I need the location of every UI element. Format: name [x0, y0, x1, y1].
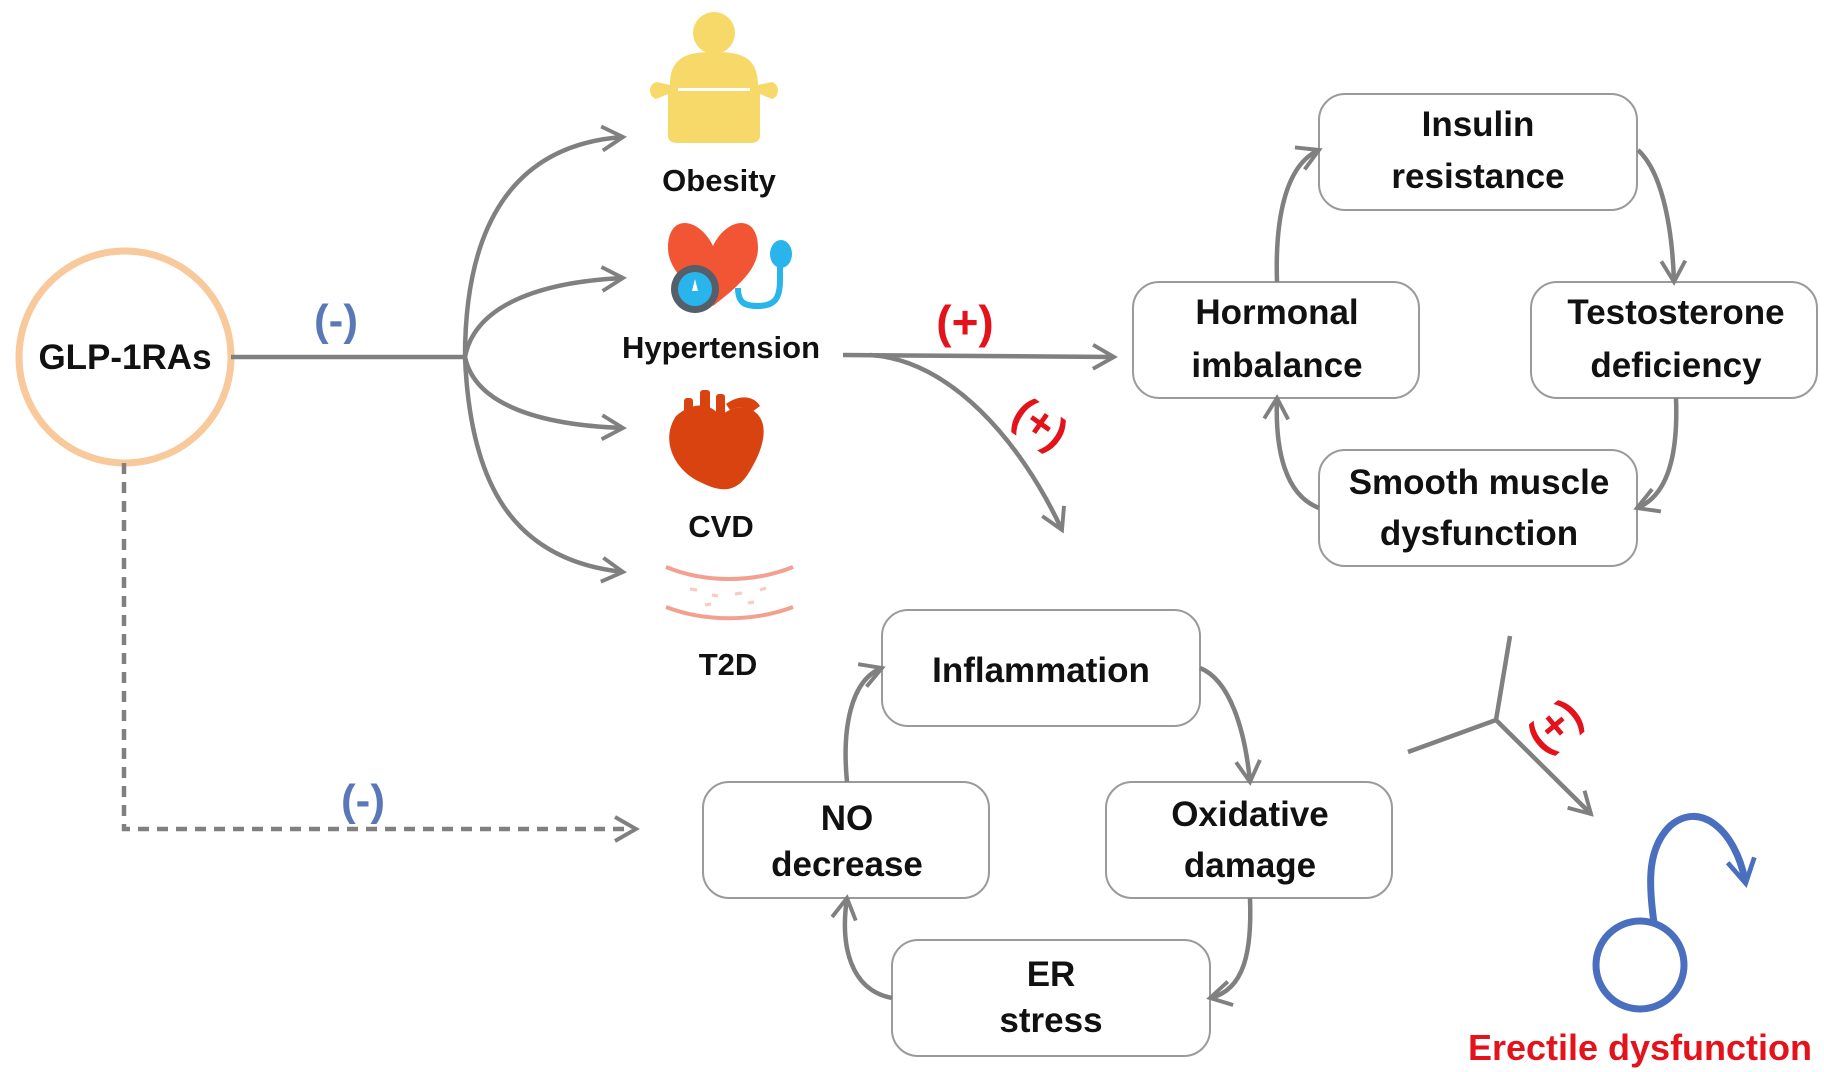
convergence-arrows: [1407, 635, 1594, 817]
condition-label-hypertension: Hypertension: [622, 330, 820, 365]
box-hormonal-line-1: Hormonal: [1195, 293, 1358, 332]
arrow-smooth-to-hormonal: [1262, 394, 1320, 511]
inhibit-sign-bottom: (-): [341, 776, 385, 825]
branch-arrow-hypertension: [462, 265, 627, 358]
oxidative-cycle: Inflammation Oxidative damage ER stress …: [702, 609, 1393, 1057]
arrow-inflammation-to-oxidative: [1199, 665, 1262, 786]
box-er-line-1: ER: [1027, 955, 1076, 994]
box-testosterone-line-2: deficiency: [1590, 346, 1762, 385]
arrow-insulin-to-testosterone: [1636, 148, 1688, 286]
male-symbol-icon: [1592, 812, 1757, 1013]
box-inflammation-line-1: Inflammation: [932, 651, 1150, 690]
box-testosterone-line-1: Testosterone: [1567, 293, 1784, 332]
arrow-testosterone-to-smooth: [1633, 397, 1679, 514]
box-oxidative-line-2: damage: [1184, 846, 1316, 885]
converge-arrow-ed: [1494, 718, 1594, 817]
box-no-line-2: decrease: [771, 845, 923, 884]
box-insulin-line-1: Insulin: [1422, 105, 1535, 144]
converge-line-left: [1407, 717, 1497, 755]
box-no-line-1: NO: [821, 799, 874, 838]
condition-label-cvd: CVD: [688, 509, 753, 544]
dashed-inhibit-arrow: [121, 463, 640, 843]
promote-sign: (+): [936, 296, 994, 348]
obesity-icon: [650, 12, 778, 143]
blood-vessel-icon: [665, 565, 794, 621]
condition-label-t2d: T2D: [699, 647, 758, 682]
hypertension-icon: [668, 222, 792, 313]
branch-arrow-cvd: [462, 356, 627, 441]
outcome-label: Erectile dysfunction: [1468, 1027, 1812, 1068]
branch-arrow-obesity: [462, 124, 627, 358]
promote-arrow-oxidative: [869, 352, 1066, 534]
box-hormonal-line-2: imbalance: [1191, 346, 1362, 385]
arrow-hormonal-to-insulin: [1274, 145, 1323, 283]
arrow-oxidative-to-er: [1206, 897, 1253, 1007]
arrow-no-to-inflammation: [843, 662, 886, 783]
promotion-arrows: [842, 343, 1118, 534]
box-oxidative-line-1: Oxidative: [1171, 795, 1329, 834]
box-smooth-line-2: dysfunction: [1380, 514, 1578, 553]
condition-label-obesity: Obesity: [662, 163, 776, 198]
branch-arrow-t2d: [462, 356, 627, 584]
box-er-line-2: stress: [999, 1001, 1102, 1040]
hormonal-cycle-arrows: [1262, 145, 1688, 514]
heart-icon: [669, 390, 764, 490]
hormonal-cycle: Insulin resistance Testosterone deficien…: [1132, 93, 1818, 567]
box-smooth-line-1: Smooth muscle: [1349, 463, 1610, 502]
converge-line-top: [1493, 635, 1513, 721]
box-insulin-line-2: resistance: [1391, 157, 1564, 196]
arrow-er-to-no: [830, 894, 893, 1001]
glp1ra-node: GLP-1RAs: [15, 247, 235, 467]
oxidative-cycle-arrows: [830, 662, 1262, 1007]
inhibit-sign-top: (-): [314, 296, 358, 345]
inhibition-branches: [231, 124, 627, 584]
glp1ra-label: GLP-1RAs: [38, 338, 211, 377]
